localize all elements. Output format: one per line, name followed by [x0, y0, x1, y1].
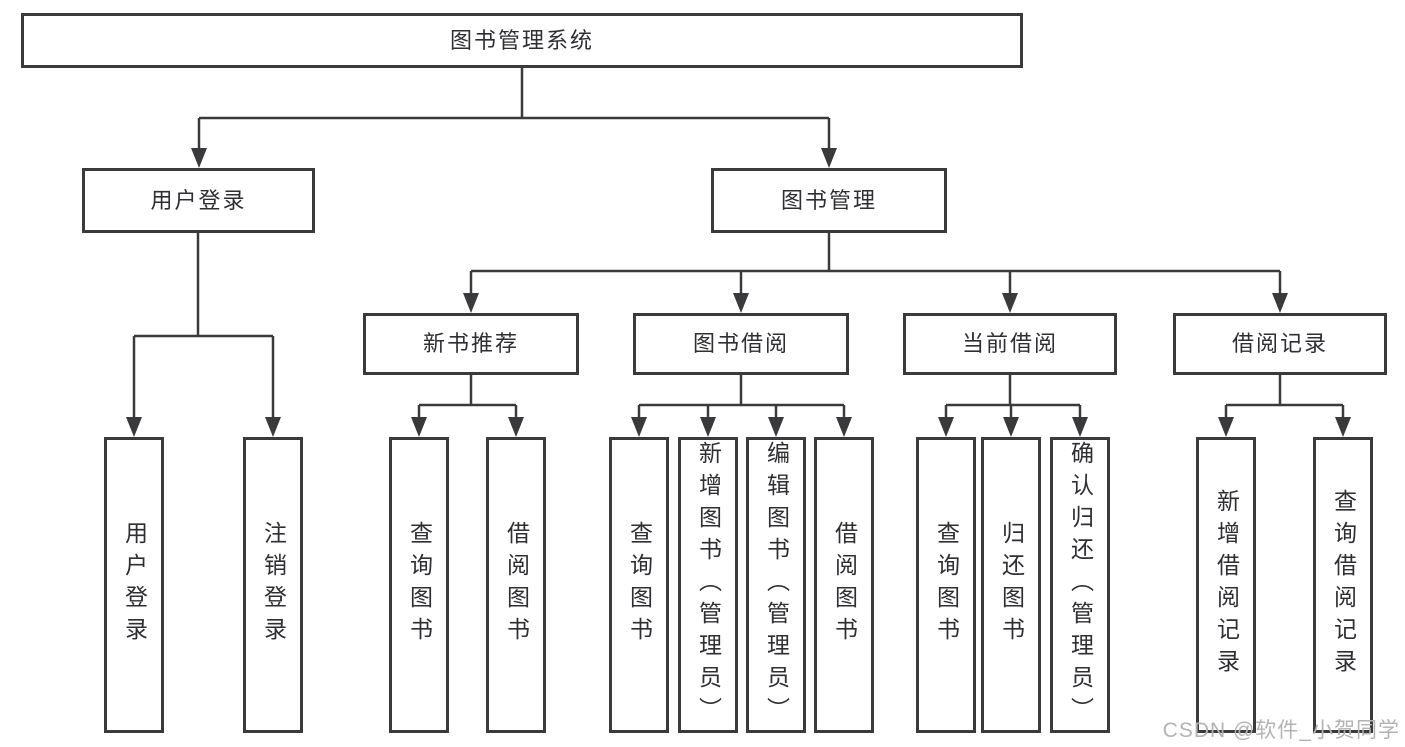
node-label: 归还图书: [998, 521, 1025, 649]
leaf-query-book-2: 查询图书: [609, 437, 669, 733]
leaf-confirm-return-admin: 确认归还（管理员）: [1050, 437, 1110, 733]
node-label: 注销登录: [260, 521, 287, 649]
node-label: 新增借阅记录: [1213, 489, 1240, 681]
node-label: 编辑图书（管理员）: [763, 441, 790, 729]
node-book-borrow: 图书借阅: [633, 313, 849, 375]
leaf-add-book-admin: 新增图书（管理员）: [678, 437, 738, 733]
leaf-query-book-1: 查询图书: [389, 437, 449, 733]
node-label: 借阅图书: [831, 521, 858, 649]
leaf-borrow-book-1: 借阅图书: [486, 437, 546, 733]
node-label: 当前借阅: [961, 331, 1058, 356]
node-label: 借阅图书: [503, 521, 530, 649]
csdn-watermark: CSDN @软件_小贺同学: [1162, 719, 1400, 742]
node-label: 查询图书: [406, 521, 433, 649]
leaf-add-borrow-record: 新增借阅记录: [1196, 437, 1256, 733]
leaf-edit-book-admin: 编辑图书（管理员）: [746, 437, 806, 733]
node-label: 用户登录: [121, 521, 148, 649]
leaf-query-book-3: 查询图书: [916, 437, 976, 733]
node-label: 确认归还（管理员）: [1067, 441, 1094, 729]
node-user-login: 用户登录: [82, 168, 315, 233]
leaf-borrow-book-2: 借阅图书: [814, 437, 874, 733]
leaf-return-book: 归还图书: [981, 437, 1041, 733]
node-label: 用户登录: [150, 187, 247, 213]
node-system-root: 图书管理系统: [21, 13, 1023, 68]
node-new-book-recommend: 新书推荐: [363, 313, 579, 375]
node-label: 查询图书: [933, 521, 960, 649]
node-current-borrow: 当前借阅: [903, 313, 1117, 375]
leaf-logout: 注销登录: [243, 437, 303, 733]
node-label: 图书管理系统: [449, 27, 594, 53]
node-label: 借阅记录: [1231, 331, 1328, 356]
node-borrow-record: 借阅记录: [1173, 313, 1387, 375]
leaf-user-login: 用户登录: [104, 437, 164, 733]
node-label: 图书管理: [780, 187, 877, 213]
leaf-query-borrow-record: 查询借阅记录: [1313, 437, 1373, 733]
node-label: 查询借阅记录: [1330, 489, 1357, 681]
node-label: 查询图书: [626, 521, 653, 649]
node-label: 新书推荐: [422, 331, 519, 356]
node-label: 图书借阅: [692, 331, 789, 356]
node-label: 新增图书（管理员）: [695, 441, 722, 729]
node-book-management: 图书管理: [711, 168, 947, 233]
